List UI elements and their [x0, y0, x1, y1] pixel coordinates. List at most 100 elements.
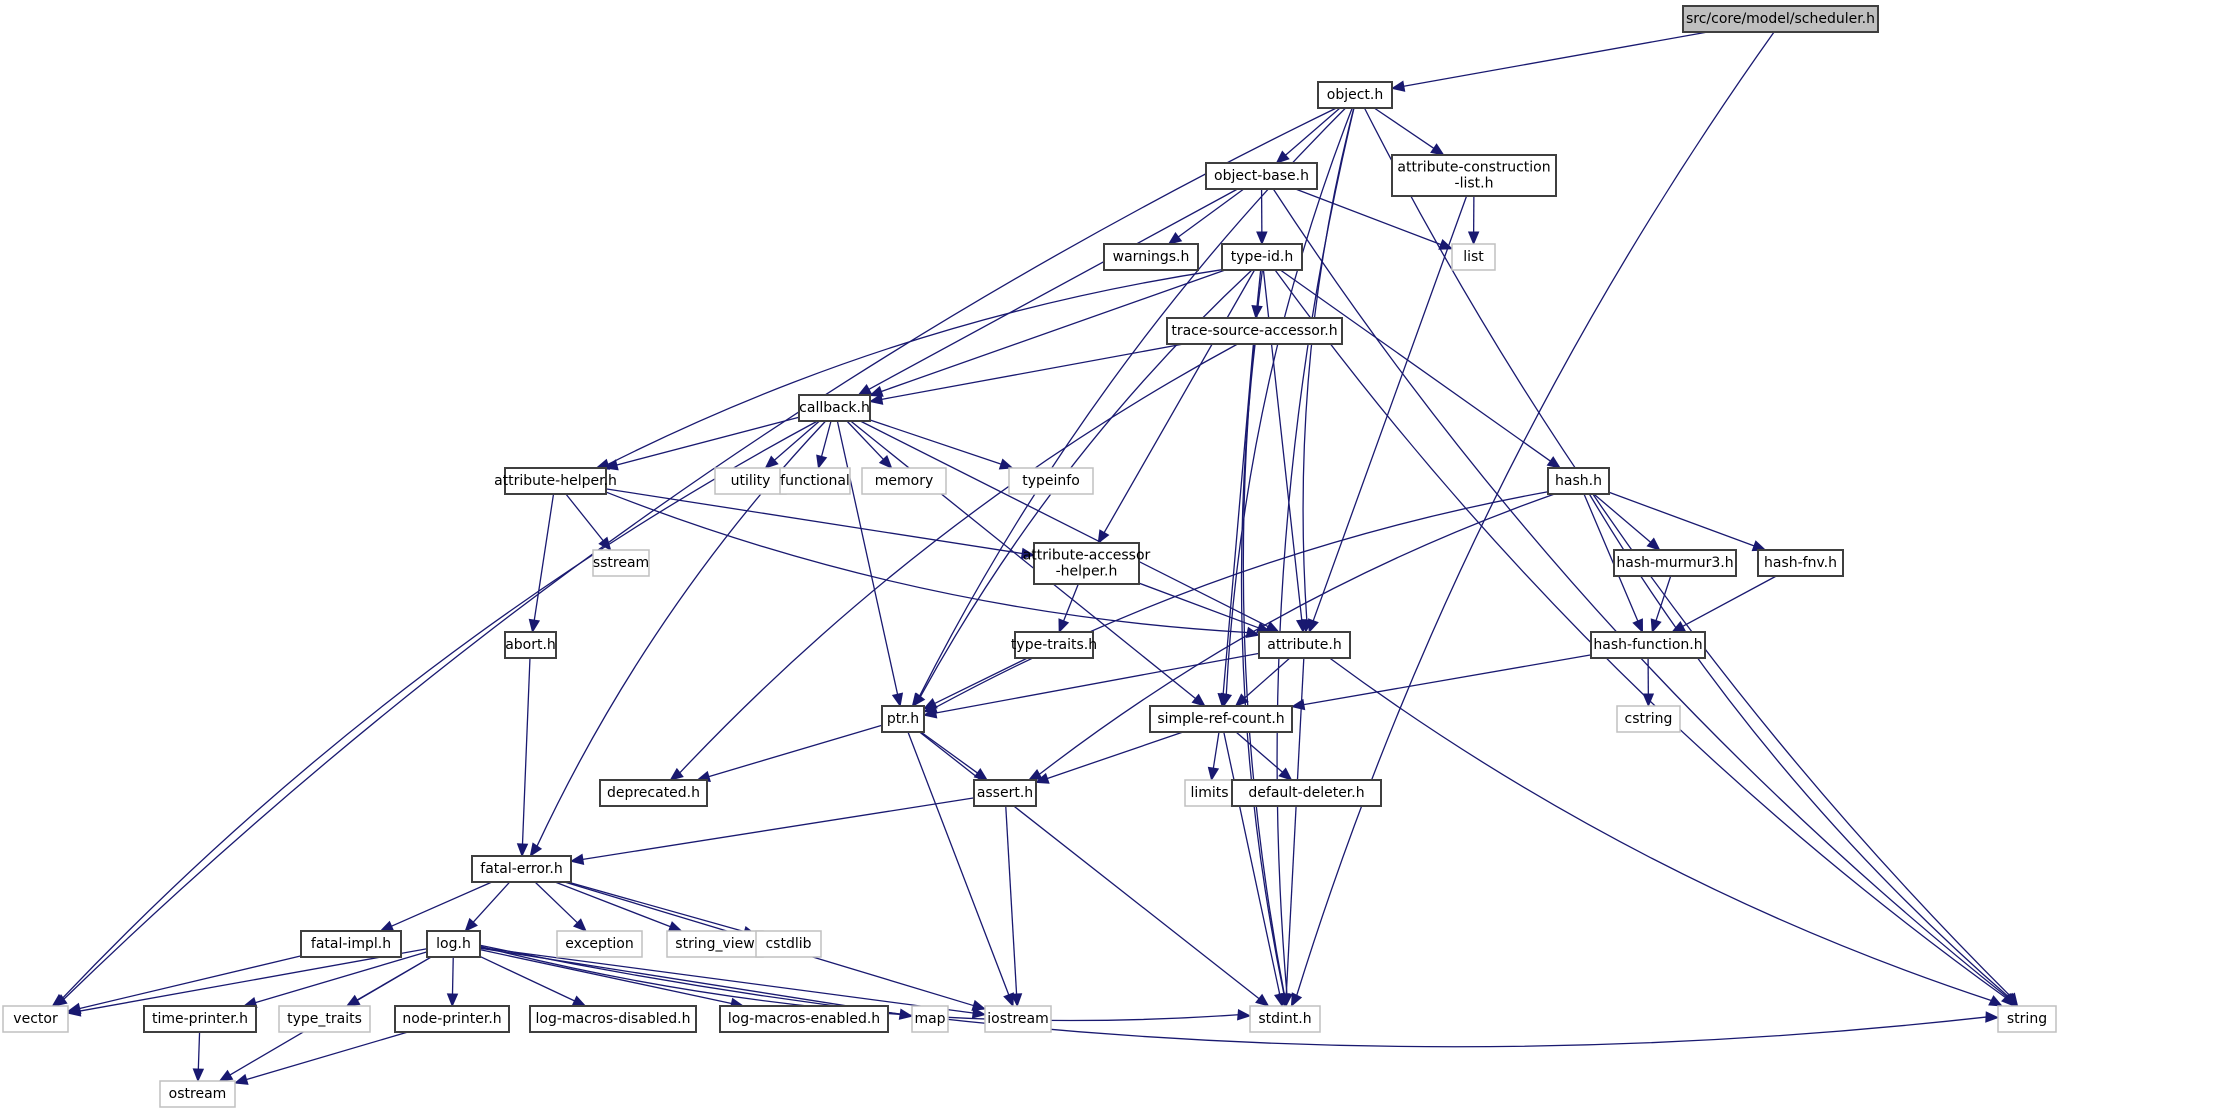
edge-type_id-to-attr_helper [607, 269, 1223, 465]
node-hash-fnv[interactable]: hash-fnv.h [1757, 549, 1844, 577]
node-label: node-printer.h [402, 1011, 501, 1027]
arrowhead-icon [1256, 231, 1268, 246]
edge-ptr-to-stdint [919, 731, 1260, 1000]
edge-callback-to-typeinfo [869, 419, 1002, 465]
node-list: list [1451, 243, 1496, 271]
arrowhead-icon [1278, 767, 1293, 781]
node-object-base[interactable]: object-base.h [1205, 162, 1318, 190]
node-label: type-traits.h [1011, 637, 1097, 653]
node-box [1149, 705, 1293, 733]
node-box [1166, 317, 1343, 345]
edge-trace_src-to-stdint [1240, 343, 1285, 995]
node-default-deleter[interactable]: default-deleter.h [1231, 779, 1382, 807]
node-label: cstdlib [765, 936, 811, 952]
node-label: attribute.h [1267, 637, 1341, 653]
node-log[interactable]: log.h [426, 930, 481, 958]
arrowhead-icon [1097, 529, 1110, 545]
node-abort[interactable]: abort.h [504, 631, 557, 659]
arrowhead-icon [912, 692, 926, 708]
node-fatal-error[interactable]: fatal-error.h [471, 855, 572, 883]
node-label: src/core/model/scheduler.h [1686, 11, 1875, 27]
edge-type_traits_h-to-ptr [934, 657, 1028, 705]
arrowhead-icon [1167, 231, 1183, 245]
node-cstring: cstring [1616, 705, 1681, 733]
edge-assert-to-fatal_error [582, 797, 975, 860]
edge-callback-to-attribute [859, 420, 1269, 628]
node-callback[interactable]: callback.h [798, 394, 871, 422]
node-trace-src[interactable]: trace-source-accessor.h [1166, 317, 1343, 345]
node-type-traits-h[interactable]: type-traits.h [1011, 631, 1097, 659]
edge-fatal_error-to-fatal_impl [391, 881, 493, 927]
node-label: log-macros-disabled.h [536, 1011, 691, 1027]
edge-callback-to-utility [774, 420, 820, 461]
node-label: object.h [1327, 87, 1383, 103]
node-hash-murmur[interactable]: hash-murmur3.h [1613, 549, 1737, 577]
node-warnings[interactable]: warnings.h [1103, 243, 1199, 271]
node-scheduler[interactable]: src/core/model/scheduler.h [1682, 5, 1879, 33]
node-simple-ref[interactable]: simple-ref-count.h [1149, 705, 1293, 733]
arrowhead-icon [572, 918, 587, 932]
node-label: utility [731, 473, 771, 489]
node-type-traits: type_traits [278, 1005, 371, 1033]
node-time-printer[interactable]: time-printer.h [143, 1005, 257, 1033]
node-box [394, 1005, 510, 1033]
arrowhead-icon [446, 993, 459, 1008]
arrowhead-icon [868, 393, 884, 405]
node-box [1391, 154, 1557, 197]
edge-object-to-vector [63, 107, 1337, 1000]
node-box [1682, 5, 1879, 33]
node-string: string [1997, 1005, 2057, 1033]
node-hash[interactable]: hash.h [1547, 467, 1610, 495]
node-ptr[interactable]: ptr.h [881, 705, 925, 733]
arrowhead-icon [571, 995, 587, 1007]
node-type-id[interactable]: type-id.h [1221, 243, 1303, 271]
edge-object-to-object_base [1285, 107, 1341, 156]
edge-trace_src-to-simple_ref [1222, 343, 1255, 695]
edge-attr_cons_list-to-attribute [1312, 195, 1468, 621]
arrowhead-icon [1010, 993, 1023, 1008]
node-limits: limits [1184, 779, 1235, 807]
arrowhead-icon [1546, 456, 1562, 469]
node-log-macros-enabled[interactable]: log-macros-enabled.h [719, 1005, 889, 1033]
arrowhead-icon [345, 994, 361, 1007]
edge-attr_helper-to-abort [533, 493, 555, 621]
arrowhead-icon [218, 1069, 234, 1082]
node-node-printer[interactable]: node-printer.h [394, 1005, 510, 1033]
arrowhead-icon [1308, 618, 1319, 634]
nodes-layer: src/core/model/scheduler.h object.h object… [2, 5, 2057, 1108]
node-label: hash-function.h [1593, 637, 1702, 653]
node-log-macros-disabled[interactable]: log-macros-disabled.h [529, 1005, 697, 1033]
node-box [973, 779, 1037, 807]
node-attribute[interactable]: attribute.h [1258, 631, 1351, 659]
edge-object_base-to-list [1295, 188, 1442, 246]
node-attr-cons-list[interactable]: attribute-construction-list.h [1391, 154, 1557, 197]
arrowhead-icon [922, 702, 938, 713]
arrowhead-icon [569, 853, 585, 865]
arrowhead-icon [1234, 693, 1249, 707]
node-ostream: ostream [159, 1080, 236, 1108]
node-box [755, 930, 822, 958]
edge-object-to-simple_ref [1225, 107, 1353, 695]
node-label: vector [13, 1011, 58, 1027]
node-label: list [1463, 249, 1484, 265]
node-box [300, 930, 402, 958]
node-deprecated[interactable]: deprecated.h [599, 779, 708, 807]
edge-simple_ref-to-default_deleter [1235, 731, 1283, 773]
node-label: -list.h [1455, 176, 1494, 192]
node-attr-helper[interactable]: attribute-helper.h [494, 467, 617, 495]
edge-attr_acc_helper-to-attribute [1138, 582, 1259, 629]
edge-callback-to-memory [846, 420, 884, 460]
edge-type_id-to-trace_src [1256, 269, 1262, 307]
edge-assert-to-iostream [1005, 805, 1018, 995]
node-box [1221, 243, 1303, 271]
edge-simple_ref-to-limits [1212, 731, 1220, 769]
node-hash-function[interactable]: hash-function.h [1590, 631, 1706, 659]
edge-fatal_error-to-cstdlib [567, 881, 745, 933]
node-assert[interactable]: assert.h [973, 779, 1037, 807]
node-object[interactable]: object.h [1317, 81, 1393, 109]
node-attr-acc-helper[interactable]: attribute-accessor-helper.h [1023, 542, 1151, 585]
arrowhead-icon [1034, 772, 1050, 784]
node-box [881, 705, 925, 733]
edge-object_base-to-callback [868, 188, 1238, 390]
node-fatal-impl[interactable]: fatal-impl.h [300, 930, 402, 958]
